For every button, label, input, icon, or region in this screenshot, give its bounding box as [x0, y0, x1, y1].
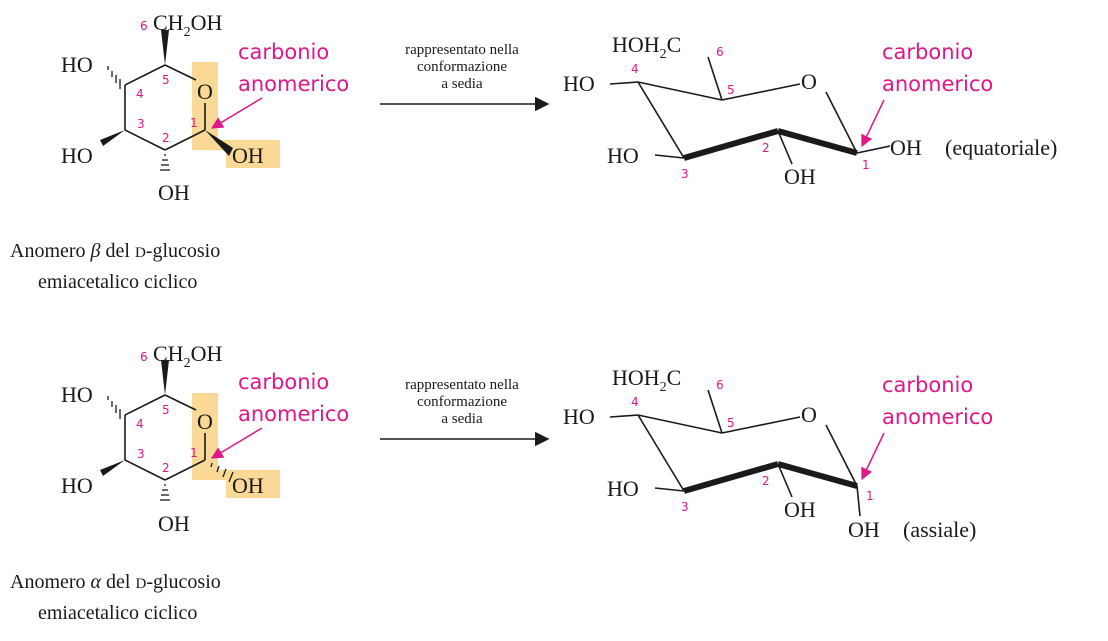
alpha-chair-num-3: 3 [681, 500, 689, 514]
beta-haworth-ho-c4: HO [61, 52, 93, 77]
beta-haworth-oh-c2: OH [158, 180, 190, 205]
alpha-chair-oh-c2: OH [784, 497, 816, 522]
alpha-anomeric-highlight [192, 393, 280, 498]
alpha-chair-oh-c1: OH [848, 517, 880, 542]
alpha-c3-wedge [100, 460, 125, 476]
beta-haworth-anomer-label-2: anomerico [238, 72, 349, 96]
beta-transform-arrow: rappresentato nella conformazione a sedi… [380, 42, 550, 112]
beta-chair-hoh2c: HOH2C [612, 32, 681, 62]
alpha-c4-hash [107, 396, 121, 419]
beta-haworth-num-2: 2 [162, 131, 170, 145]
alpha-chair-anomer-label-1: carbonio [882, 373, 973, 397]
beta-chair-oh-c2: OH [784, 164, 816, 189]
beta-chair-ho-c4: HO [563, 71, 595, 96]
alpha-chair-hoh2c: HOH2C [612, 365, 681, 395]
beta-c2-hash [160, 154, 170, 171]
beta-haworth-num-6: 6 [140, 19, 148, 33]
beta-haworth-ho-c3: HO [61, 143, 93, 168]
beta-chair-oh-c1: OH [890, 135, 922, 160]
beta-chair-anomer-label-1: carbonio [882, 40, 973, 64]
alpha-c2-hash [160, 484, 170, 501]
beta-haworth-ring-o: O [197, 79, 213, 104]
alpha-chair-num-5: 5 [727, 416, 735, 430]
beta-chair-ho-c3: HO [607, 143, 639, 168]
alpha-chair-ring-o: O [801, 402, 817, 427]
beta-arrow-label-1: rappresentato nella [405, 42, 519, 58]
beta-haworth-anomer-label-1: carbonio [238, 40, 329, 64]
alpha-c1-hash [210, 462, 234, 483]
beta-chair-num-3: 3 [681, 167, 689, 181]
alpha-chair-num-4: 4 [631, 395, 639, 409]
alpha-haworth-num-4: 4 [136, 417, 144, 431]
alpha-haworth-anomer-arrow [210, 427, 263, 459]
beta-haworth-anomer-arrow [210, 97, 263, 129]
alpha-arrow-label-2: conformazione [417, 394, 507, 410]
beta-c5-wedge [161, 30, 169, 65]
beta-chair-anomer-arrow [861, 99, 885, 148]
beta-c4-hash [107, 66, 121, 89]
alpha-haworth-ho-c4: HO [61, 382, 93, 407]
beta-haworth-oh-c1: OH [232, 143, 264, 168]
alpha-chair-anomer-label-2: anomerico [882, 405, 993, 429]
beta-chair-num-4: 4 [631, 62, 639, 76]
alpha-haworth-num-2: 2 [162, 461, 170, 475]
alpha-haworth-oh-c1: OH [232, 473, 264, 498]
alpha-c5-wedge [161, 360, 169, 395]
beta-haworth-num-1: 1 [190, 116, 198, 130]
beta-haworth-ch2oh: CH2OH [153, 10, 222, 40]
alpha-haworth-ch2oh: CH2OH [153, 341, 222, 371]
alpha-chair-ho-c4: HO [563, 404, 595, 429]
alpha-haworth-anomer-label-1: carbonio [238, 370, 329, 394]
beta-chair-num-6: 6 [716, 45, 724, 59]
alpha-chair-ho-c3: HO [607, 476, 639, 501]
beta-chair-num-5: 5 [727, 83, 735, 97]
alpha-chair-num-1: 1 [866, 489, 874, 503]
alpha-chair-num-6: 6 [716, 378, 724, 392]
beta-c1-wedge [205, 130, 233, 156]
alpha-haworth-num-6: 6 [140, 350, 148, 364]
alpha-transform-arrow: rappresentato nella conformazione a sedi… [380, 377, 550, 447]
alpha-arrow-label-3: a sedia [441, 411, 483, 427]
alpha-chair-num-2: 2 [762, 474, 770, 488]
alpha-chair-anomer-arrow [861, 432, 885, 481]
beta-haworth-structure: 6 CH2OH HO HO OH OH O 5 4 3 2 1 carbonio… [61, 10, 349, 205]
beta-orientation-label: (equatoriale) [945, 135, 1057, 160]
alpha-haworth-num-1: 1 [190, 446, 198, 460]
alpha-haworth-num-5: 5 [162, 403, 170, 417]
beta-chair-ring-o: O [801, 69, 817, 94]
alpha-haworth-oh-c2: OH [158, 511, 190, 536]
beta-haworth-num-4: 4 [136, 87, 144, 101]
beta-chair-structure: HOH2C 6 O HO HO OH OH (equatoriale) 4 5 … [563, 32, 1057, 189]
beta-chair-num-1: 1 [862, 158, 870, 172]
alpha-caption-line2: emiacetalico ciclico [38, 602, 197, 624]
beta-arrow-label-3: a sedia [441, 76, 483, 92]
beta-haworth-num-5: 5 [162, 73, 170, 87]
alpha-haworth-ho-c3: HO [61, 473, 93, 498]
beta-anomeric-highlight [192, 62, 280, 168]
alpha-haworth-anomer-label-2: anomerico [238, 402, 349, 426]
alpha-orientation-label: (assiale) [903, 517, 976, 542]
alpha-haworth-num-3: 3 [137, 447, 145, 461]
beta-haworth-num-3: 3 [137, 117, 145, 131]
beta-caption-line2: emiacetalico ciclico [38, 271, 197, 293]
beta-chair-anomer-label-2: anomerico [882, 72, 993, 96]
beta-arrow-label-2: conformazione [417, 59, 507, 75]
alpha-haworth-structure: 6 CH2OH HO HO OH OH O 5 4 3 2 1 carbonio… [61, 341, 349, 536]
beta-chair-num-2: 2 [762, 141, 770, 155]
beta-caption-line1: Anomero β del D-glucosio [10, 240, 220, 262]
alpha-caption-line1: Anomero α del D-glucosio [10, 571, 221, 593]
beta-c3-wedge [100, 130, 125, 146]
alpha-arrow-label-1: rappresentato nella [405, 377, 519, 393]
alpha-haworth-ring-o: O [197, 409, 213, 434]
alpha-chair-structure: HOH2C 6 O HO HO OH OH (assiale) 4 5 2 3 … [563, 365, 993, 542]
